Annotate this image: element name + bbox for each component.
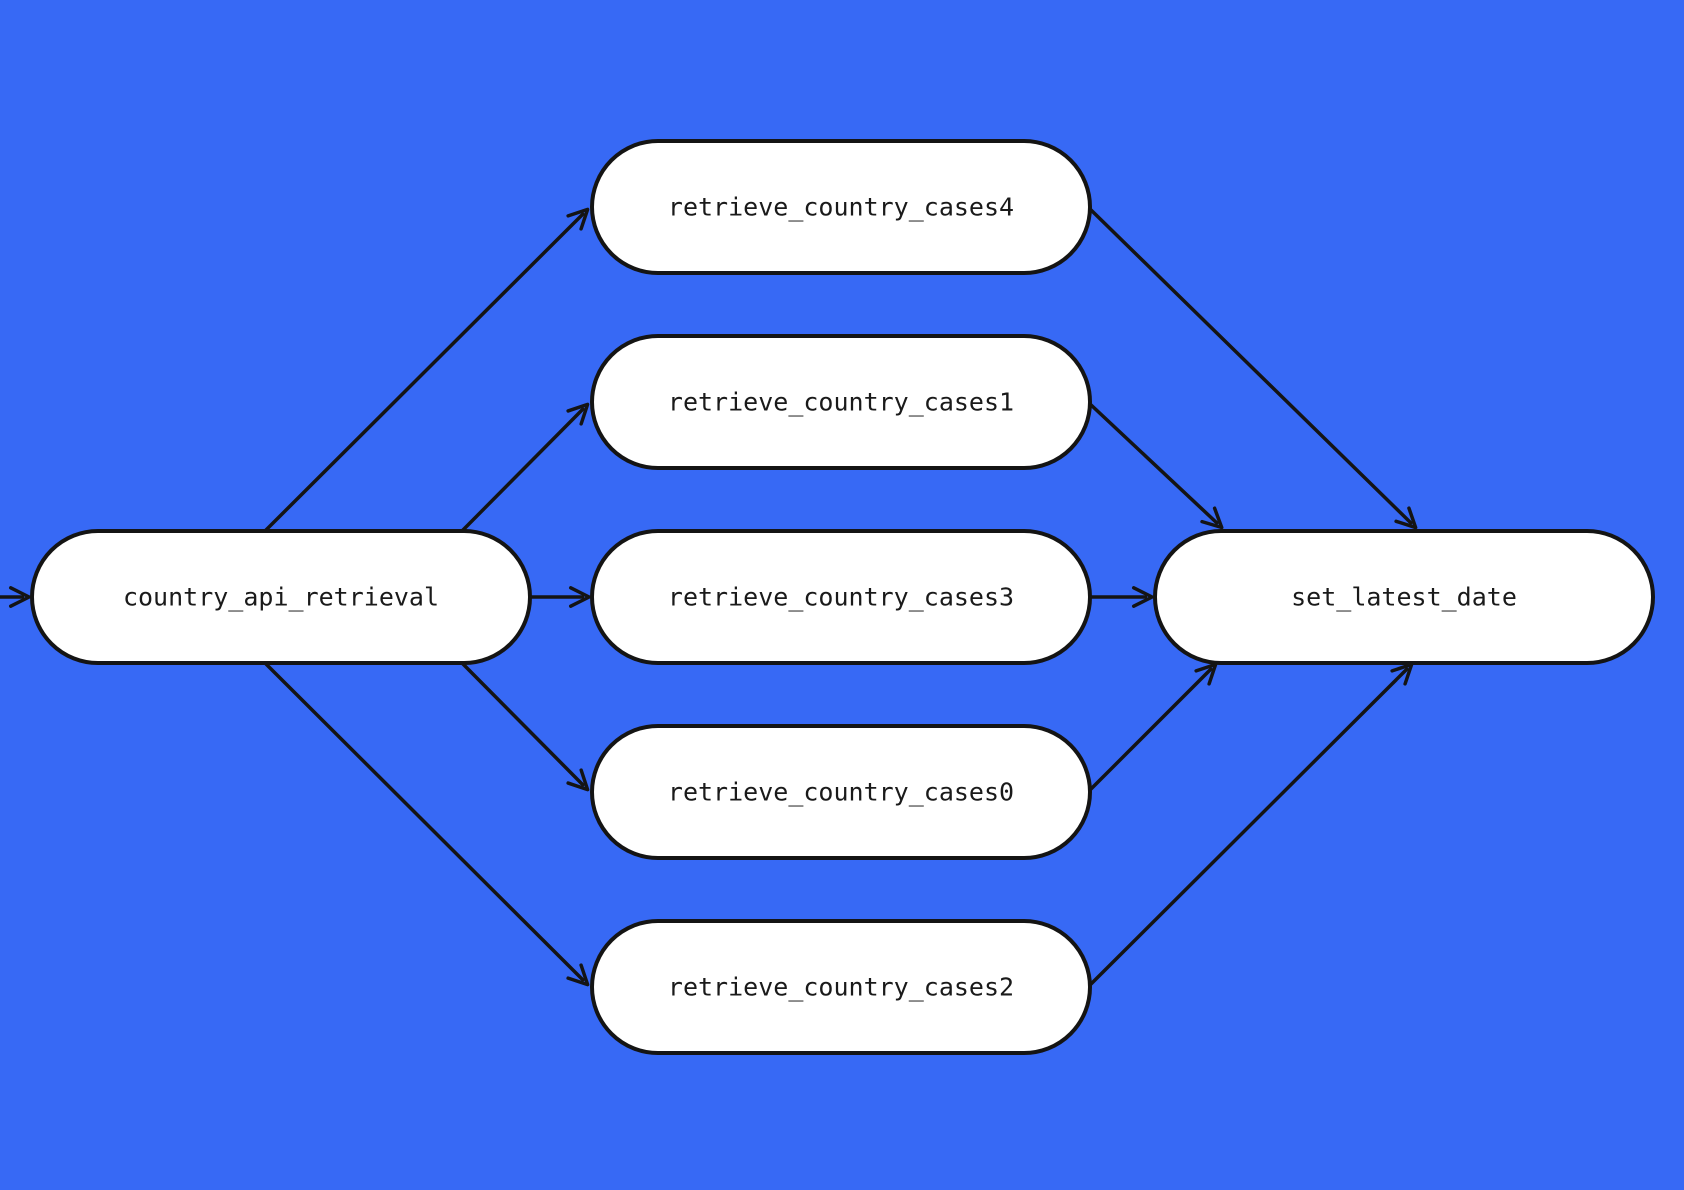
- node-retrieve_country_cases3[interactable]: retrieve_country_cases3: [590, 529, 1092, 665]
- edge-retrieve_country_cases1-set_latest_date: [1088, 402, 1224, 530]
- edge-country_api_retrieval-retrieve_country_cases0: [460, 661, 590, 792]
- node-retrieve_country_cases4[interactable]: retrieve_country_cases4: [590, 139, 1092, 275]
- edge-country_api_retrieval-retrieve_country_cases1: [460, 402, 590, 533]
- node-pill-country_api_retrieval[interactable]: [30, 529, 532, 665]
- node-pill-retrieve_country_cases4[interactable]: [590, 139, 1092, 275]
- node-retrieve_country_cases2[interactable]: retrieve_country_cases2: [590, 919, 1092, 1055]
- node-retrieve_country_cases0[interactable]: retrieve_country_cases0: [590, 724, 1092, 860]
- node-pill-retrieve_country_cases1[interactable]: [590, 334, 1092, 470]
- edge-retrieve_country_cases4-set_latest_date: [1088, 207, 1418, 530]
- node-pill-retrieve_country_cases0[interactable]: [590, 724, 1092, 860]
- node-country_api_retrieval[interactable]: country_api_retrieval: [30, 529, 532, 665]
- edge-retrieve_country_cases2-set_latest_date: [1088, 662, 1414, 987]
- nodes-layer: country_api_retrieval retrieve_country_ca…: [30, 139, 1655, 1055]
- edge-country_api_retrieval-retrieve_country_cases4: [263, 207, 590, 533]
- edge-retrieve_country_cases0-set_latest_date: [1088, 662, 1218, 792]
- edges-layer: [0, 207, 1418, 987]
- node-set_latest_date[interactable]: set_latest_date: [1153, 529, 1655, 665]
- node-pill-retrieve_country_cases3[interactable]: [590, 529, 1092, 665]
- edge-country_api_retrieval-retrieve_country_cases2: [263, 661, 590, 987]
- node-pill-retrieve_country_cases2[interactable]: [590, 919, 1092, 1055]
- node-pill-set_latest_date[interactable]: [1153, 529, 1655, 665]
- node-retrieve_country_cases1[interactable]: retrieve_country_cases1: [590, 334, 1092, 470]
